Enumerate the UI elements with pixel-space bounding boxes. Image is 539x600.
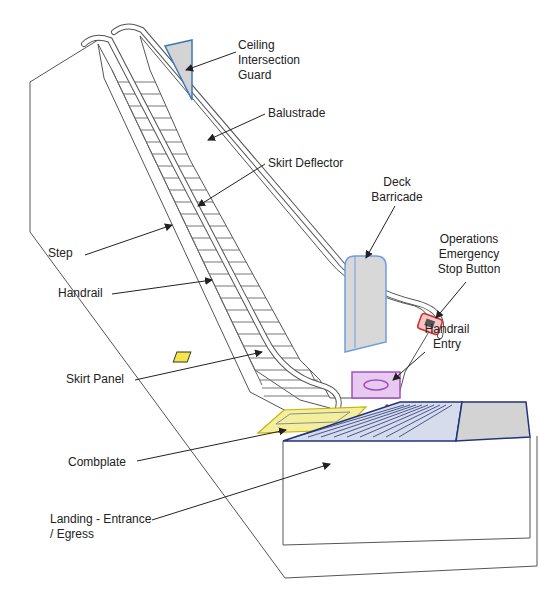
leader-line <box>186 52 236 70</box>
leader-line <box>393 352 425 380</box>
part-label: Balustrade <box>268 106 358 121</box>
part-label: Combplate <box>68 455 138 470</box>
handrail-entry-slot <box>364 380 388 390</box>
landing-plate <box>456 402 530 441</box>
part-label: Skirt Panel <box>66 372 138 387</box>
leader-line <box>85 225 172 255</box>
plate-grooves <box>295 405 452 437</box>
part-label: Step <box>48 246 88 261</box>
handrail-outline <box>114 26 441 336</box>
part-label: Skirt Deflector <box>268 156 368 171</box>
leader-line <box>366 206 395 258</box>
leader-line <box>112 280 212 294</box>
part-label: Landing - Entrance / Egress <box>50 512 152 542</box>
part-label: Handrail <box>58 286 118 301</box>
handrail-fill <box>84 38 339 414</box>
landing-plate <box>283 402 462 441</box>
warning-sign <box>173 352 191 362</box>
handrail-fill <box>114 26 441 336</box>
leader-line <box>436 282 466 318</box>
part-label: Operations Emergency Stop Button <box>430 232 508 277</box>
ceiling-guard <box>165 40 192 100</box>
leader-line <box>137 430 286 461</box>
barricade-fold <box>355 256 356 348</box>
leader-lines <box>85 52 466 520</box>
leader-line <box>152 464 330 520</box>
balustrade-panel <box>140 36 430 398</box>
part-label: Handrail Entry <box>416 322 478 352</box>
leader-line <box>198 164 265 206</box>
deck-barricade <box>345 256 386 352</box>
handrail-entry-box <box>352 372 400 398</box>
leader-line <box>135 352 262 380</box>
landing-block <box>283 437 530 545</box>
leader-line <box>208 114 265 140</box>
part-label: Deck Barricade <box>366 175 428 205</box>
part-label: Ceiling Intersection Guard <box>238 38 318 83</box>
handrail-outline <box>84 38 339 414</box>
